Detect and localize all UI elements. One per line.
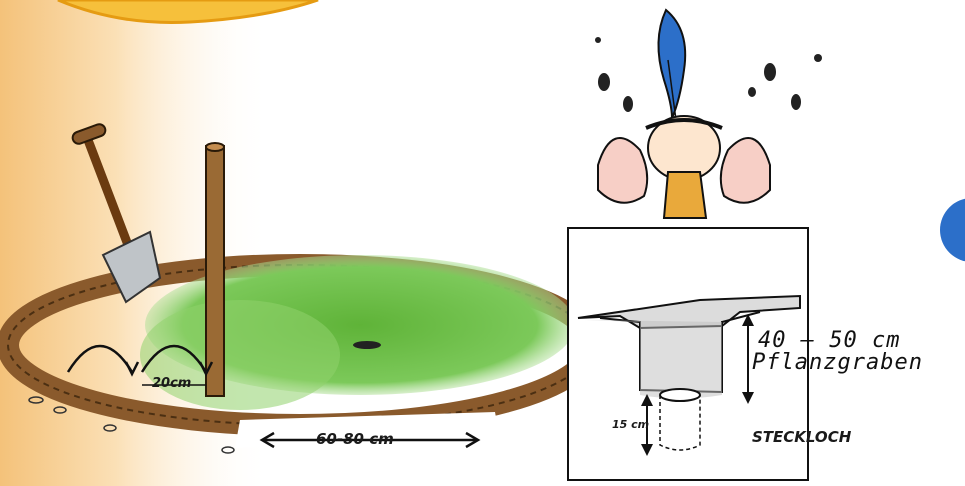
hole-name-label: STECKLOCH: [752, 428, 851, 446]
hole-depth-label: 15 cm: [612, 418, 649, 431]
bug-icon: [353, 341, 381, 349]
stake-icon: [206, 143, 224, 396]
gap-60-80-label: 60-80 cm: [316, 430, 394, 448]
spacing-20-label: 20cm: [152, 376, 191, 391]
trench-name-label: Pflanzgraben: [752, 350, 923, 375]
